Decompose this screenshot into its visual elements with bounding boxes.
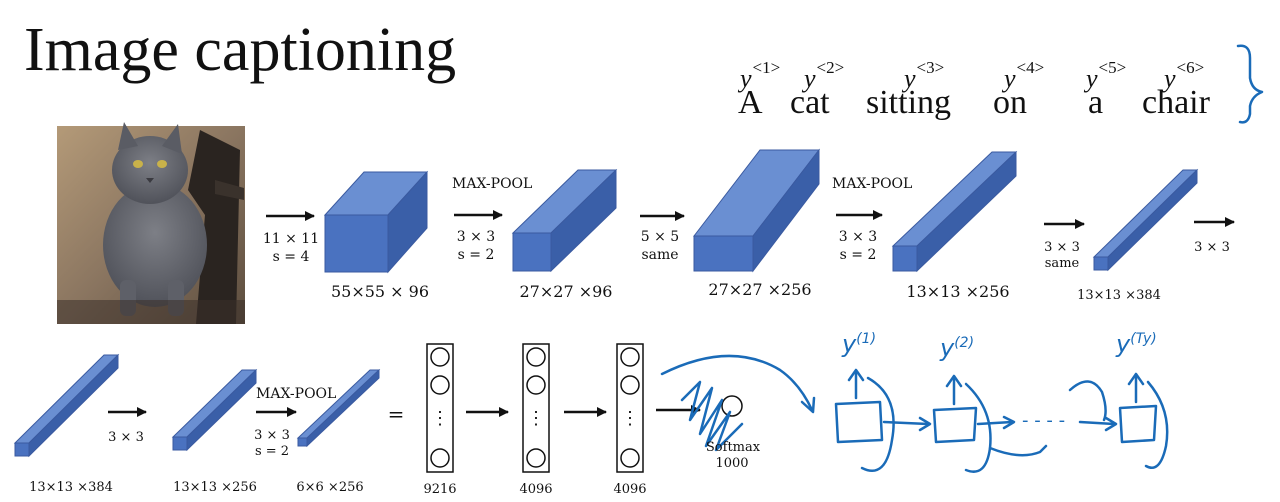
caption-word-6: chair <box>1142 84 1210 121</box>
volume-label-4: 13×13 ×256 <box>906 282 1010 301</box>
caption-label-2: y<2> <box>804 58 845 93</box>
equals-sign: = <box>387 402 405 426</box>
conv-block-27x27x256 <box>692 148 821 273</box>
caption-label-5: y<5> <box>1086 58 1127 93</box>
volume-label-2: 27×27 ×96 <box>519 282 613 301</box>
maxpool-label-3: MAX-POOL <box>256 386 337 402</box>
caption-word-4: on <box>993 84 1027 121</box>
fc-layer-4096-b <box>616 343 644 473</box>
caption-word-2: cat <box>790 84 830 121</box>
softmax-node <box>721 395 743 417</box>
op-label-conv4: 3 × 3 <box>1194 240 1230 255</box>
conv-block-13x13x256 <box>891 150 1018 273</box>
slide-title: Image captioning <box>24 16 457 84</box>
caption-word-5: a <box>1088 84 1104 121</box>
volume-label-3: 27×27 ×256 <box>708 280 812 299</box>
hw-output-1: y(1) <box>842 330 877 358</box>
softmax-label: Softmax <box>705 440 761 455</box>
volume-label-8: 6×6 ×256 <box>296 480 364 495</box>
caption-word-3: sitting <box>866 84 952 121</box>
maxpool-label-2: MAX-POOL <box>832 176 913 192</box>
op-label-conv5: 3 × 3 <box>108 430 144 445</box>
fc-layer-9216 <box>426 343 454 473</box>
conv-block-27x27x96 <box>511 168 618 273</box>
fc-size-4096-a: 4096 <box>519 482 553 497</box>
hw-ellipsis: - - - - <box>1022 410 1066 431</box>
hw-output-3: y(Ty) <box>1116 330 1157 358</box>
conv-block-55x55x96 <box>323 170 429 274</box>
caption-label-1: y<1> <box>740 58 781 93</box>
fc-size-4096-b: 4096 <box>613 482 647 497</box>
conv-block-13x13x256-b <box>171 368 258 452</box>
conv-block-13x13x384-b <box>13 353 120 458</box>
softmax-size: 1000 <box>715 456 749 471</box>
caption-label-3: y<3> <box>904 58 945 93</box>
pool-block-6x6x256 <box>296 368 381 448</box>
handwritten-rnn <box>660 44 1264 473</box>
fc-vdots-1: ⋮ <box>431 408 449 429</box>
caption-label-6: y<6> <box>1164 58 1205 93</box>
volume-label-6: 13×13 ×384 <box>29 480 113 495</box>
fc-vdots-2: ⋮ <box>527 408 545 429</box>
volume-label-7: 13×13 ×256 <box>173 480 257 495</box>
caption-label-4: y<4> <box>1004 58 1045 93</box>
caption-word-1: A <box>738 84 763 121</box>
conv-block-13x13x384-a <box>1092 168 1199 272</box>
volume-label-1: 55×55 × 96 <box>330 282 430 301</box>
cat-photo <box>57 122 245 324</box>
fc-size-9216: 9216 <box>423 482 457 497</box>
hw-output-2: y(2) <box>940 334 975 362</box>
fc-layer-4096-a <box>522 343 550 473</box>
fc-vdots-3: ⋮ <box>621 408 639 429</box>
maxpool-label-1: MAX-POOL <box>452 176 533 192</box>
volume-label-5: 13×13 ×384 <box>1077 288 1161 303</box>
